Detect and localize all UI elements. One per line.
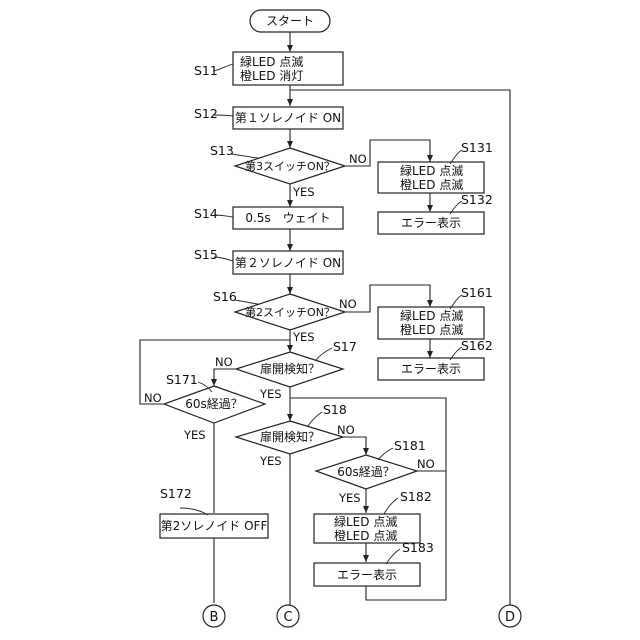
svg-text:橙LED 点滅: 橙LED 点滅 <box>334 528 397 543</box>
branch-no: NO <box>215 355 233 369</box>
step-label: S172 <box>160 486 192 501</box>
step-label: S15 <box>194 247 218 262</box>
step-label: S183 <box>402 540 434 555</box>
step-label: S13 <box>210 143 234 158</box>
svg-text:C: C <box>283 610 292 625</box>
svg-text:エラー表示: エラー表示 <box>337 568 397 582</box>
step-label: S161 <box>461 285 493 300</box>
start-terminal: スタート <box>250 10 330 32</box>
branch-yes: YES <box>292 330 315 344</box>
process-s182: 緑LED 点滅 橙LED 点滅 S182 <box>314 489 432 543</box>
svg-text:第１ソレノイド ON: 第１ソレノイド ON <box>235 111 341 125</box>
svg-text:60s経過？: 60s経過？ <box>185 397 243 411</box>
process-s15: 第２ソレノイド ON S15 <box>194 247 343 274</box>
step-label: S132 <box>461 192 493 207</box>
connector-b: B <box>203 605 225 627</box>
svg-text:緑LED 点滅: 緑LED 点滅 <box>240 54 303 69</box>
branch-yes: YES <box>259 387 282 401</box>
decision-s171: 60s経過？ S171 NO YES <box>144 372 265 442</box>
branch-yes: YES <box>292 185 315 199</box>
step-label: S131 <box>461 140 493 155</box>
svg-text:第2ソレノイド OFF: 第2ソレノイド OFF <box>161 519 268 533</box>
step-label: S182 <box>400 489 432 504</box>
svg-text:第2スイッチON？: 第2スイッチON？ <box>245 305 335 319</box>
svg-text:エラー表示: エラー表示 <box>401 362 461 376</box>
decision-s17: 扉開検知？ S17 NO YES <box>215 339 357 401</box>
svg-text:60s経過？: 60s経過？ <box>337 465 395 479</box>
branch-yes: YES <box>259 454 282 468</box>
connector-c: C <box>277 605 299 627</box>
process-s14: 0.5s ウェイト S14 <box>194 206 343 229</box>
decision-s13: 第3スイッチON？ S13 NO YES <box>210 143 367 199</box>
process-s12: 第１ソレノイド ON S12 <box>194 106 343 129</box>
step-label: S17 <box>333 339 357 354</box>
svg-text:橙LED 消灯: 橙LED 消灯 <box>240 68 303 83</box>
svg-text:緑LED 点滅: 緑LED 点滅 <box>400 308 463 323</box>
process-s11: 緑LED 点滅 橙LED 消灯 S11 <box>194 52 343 85</box>
step-label: S14 <box>194 206 218 221</box>
branch-no: NO <box>144 391 162 405</box>
svg-text:橙LED 点滅: 橙LED 点滅 <box>400 322 463 337</box>
svg-text:B: B <box>210 610 219 625</box>
process-s183: エラー表示 S183 <box>314 540 434 586</box>
step-label: S181 <box>394 438 426 453</box>
svg-text:スタート: スタート <box>266 14 314 28</box>
step-label: S18 <box>323 402 347 417</box>
step-label: S16 <box>213 289 237 304</box>
branch-yes: YES <box>183 428 206 442</box>
svg-text:緑LED 点滅: 緑LED 点滅 <box>400 163 463 178</box>
svg-text:0.5s ウェイト: 0.5s ウェイト <box>245 211 330 225</box>
connector-d: D <box>499 605 521 627</box>
svg-text:扉開検知？: 扉開検知？ <box>260 362 320 376</box>
branch-no: NO <box>417 457 435 471</box>
svg-text:第２ソレノイド ON: 第２ソレノイド ON <box>235 256 341 270</box>
svg-text:第3スイッチON？: 第3スイッチON？ <box>245 159 335 173</box>
step-label: S171 <box>166 372 198 387</box>
process-s161: 緑LED 点滅 橙LED 点滅 S161 <box>378 285 493 339</box>
process-s131: 緑LED 点滅 橙LED 点滅 S131 <box>378 140 493 193</box>
svg-text:D: D <box>505 610 515 625</box>
svg-text:緑LED 点滅: 緑LED 点滅 <box>334 514 397 529</box>
branch-no: NO <box>337 423 355 437</box>
decision-s18: 扉開検知？ S18 NO YES <box>236 402 355 468</box>
svg-text:橙LED 点滅: 橙LED 点滅 <box>400 177 463 192</box>
process-s162: エラー表示 S162 <box>378 338 493 380</box>
process-s132: エラー表示 S132 <box>378 192 493 234</box>
branch-no: NO <box>349 152 367 166</box>
svg-text:扉開検知？: 扉開検知？ <box>260 430 320 444</box>
step-label: S12 <box>194 106 218 121</box>
decision-s16: 第2スイッチON？ S16 NO YES <box>213 289 357 344</box>
svg-text:エラー表示: エラー表示 <box>401 216 461 230</box>
step-label: S162 <box>461 338 493 353</box>
branch-yes: YES <box>338 491 361 505</box>
branch-no: NO <box>339 297 357 311</box>
